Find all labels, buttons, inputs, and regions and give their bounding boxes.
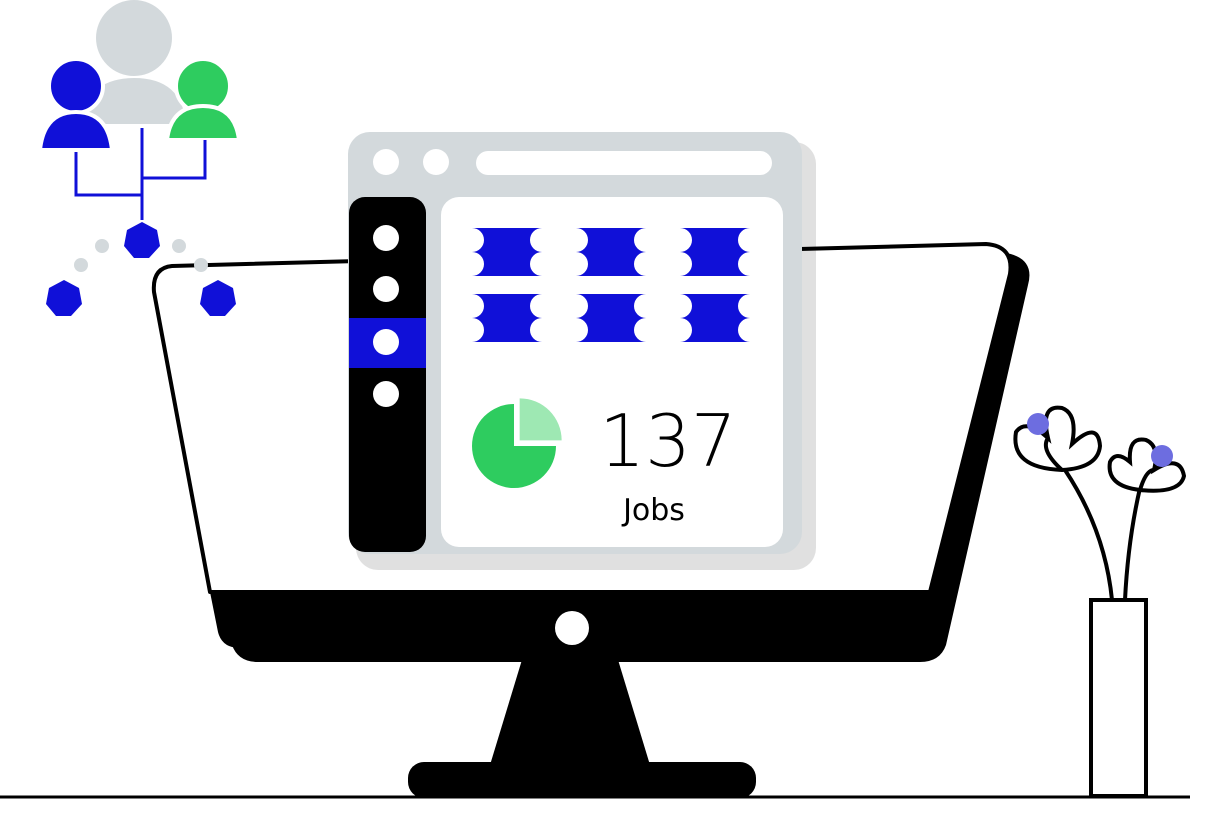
flower-bud-icon <box>1151 445 1173 467</box>
org-connector-lines <box>74 128 207 220</box>
address-bar[interactable] <box>476 151 772 175</box>
jobs-count: 137 <box>599 399 736 483</box>
ticket-icon[interactable] <box>680 294 750 342</box>
ticket-icon[interactable] <box>576 294 646 342</box>
sidebar-item-2[interactable] <box>373 276 399 302</box>
ticket-icon[interactable] <box>576 228 646 276</box>
flower-stems <box>1063 468 1142 601</box>
app-window: 137 Jobs <box>348 132 816 570</box>
sidebar <box>349 197 426 552</box>
ticket-icon[interactable] <box>472 294 542 342</box>
ticket-grid <box>472 228 750 342</box>
user-gray-icon <box>82 0 186 124</box>
window-dot-minimize[interactable] <box>423 149 449 175</box>
ticket-icon[interactable] <box>472 228 542 276</box>
pie-slice <box>519 398 562 441</box>
monitor-base <box>408 762 756 798</box>
jobs-label: Jobs <box>621 493 685 528</box>
ticket-icon[interactable] <box>680 228 750 276</box>
vase <box>1089 598 1148 798</box>
flower-vase <box>1013 405 1187 798</box>
monitor-stand <box>490 640 650 765</box>
pie-chart-icon <box>472 398 562 488</box>
power-button-icon <box>555 611 589 645</box>
flower-bud-icon <box>1027 413 1049 435</box>
sidebar-item-4[interactable] <box>373 381 399 407</box>
connector-dots <box>74 239 208 272</box>
window-dot-close[interactable] <box>373 149 399 175</box>
flower-left-icon <box>1013 405 1103 473</box>
sidebar-item-1[interactable] <box>373 225 399 251</box>
hexagon-icon <box>46 280 82 316</box>
hexagon-icon <box>124 222 160 258</box>
user-blue-icon <box>37 57 115 152</box>
users-hierarchy <box>37 0 242 316</box>
pie-slice <box>472 404 556 488</box>
hexagon-icon <box>200 280 236 316</box>
flower-right-icon <box>1107 437 1187 493</box>
user-green-icon <box>164 57 242 142</box>
sidebar-item-3[interactable] <box>373 329 399 355</box>
